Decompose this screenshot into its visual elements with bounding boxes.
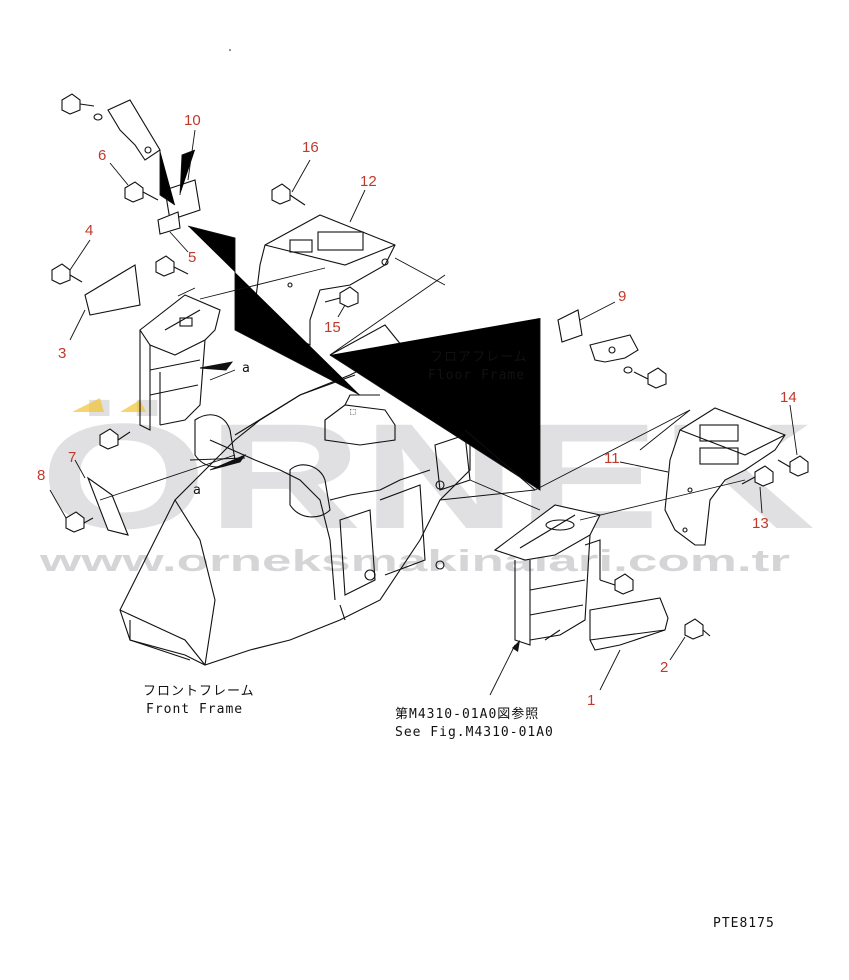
view-a-label-2: a <box>193 483 202 498</box>
leader-lines <box>49 129 798 696</box>
part-number-11: 11 <box>604 450 620 467</box>
bolt-13 <box>741 465 774 487</box>
part-number-6: 6 <box>98 147 106 164</box>
bolt-right-step <box>599 573 634 595</box>
bolt-6 <box>124 181 159 203</box>
bolt-8 <box>65 511 94 533</box>
see-figure-label-en: See Fig.M4310-01A0 <box>395 725 554 740</box>
bolt-mid-left <box>155 255 189 277</box>
front-frame <box>119 354 471 666</box>
part-number-16: 16 <box>302 139 319 156</box>
part-number-12: 12 <box>360 173 377 190</box>
part-number-9: 9 <box>618 288 626 305</box>
part-number-2: 2 <box>660 659 668 676</box>
drawing-code: PTE8175 <box>713 916 775 931</box>
bolts <box>51 93 809 640</box>
bolt-left-frame <box>99 428 131 450</box>
floor-frame-label-en: Floor Frame <box>428 368 525 383</box>
speck <box>229 49 231 51</box>
part-number-5: 5 <box>188 249 196 266</box>
bolt-top-left <box>61 93 103 121</box>
watermark-accent-mark <box>72 398 104 412</box>
left-step-assembly <box>84 264 221 431</box>
part-number-7: 7 <box>68 449 76 466</box>
part-number-15: 15 <box>324 319 341 336</box>
bolt-2 <box>684 618 711 640</box>
bolt-4 <box>51 263 83 285</box>
view-a-label-1: a <box>242 361 251 376</box>
part-number-14: 14 <box>780 389 797 406</box>
part-number-10: 10 <box>184 112 201 129</box>
part-10-plate <box>164 179 201 221</box>
bolt-14 <box>777 455 809 477</box>
part-number-1: 1 <box>587 692 595 709</box>
bolt-9 <box>623 366 667 389</box>
part-number-13: 13 <box>752 515 769 532</box>
cover-11 <box>664 407 786 546</box>
right-step-assembly <box>493 504 601 646</box>
part-5-plate <box>157 211 181 235</box>
part-numbers: 1 2 3 4 5 6 7 8 9 10 11 12 13 14 15 16 <box>37 112 797 709</box>
part-number-3: 3 <box>58 345 66 362</box>
part-7-plate <box>86 476 129 536</box>
floor-frame-label-jp: フロアフレーム <box>430 350 528 365</box>
bolt-15 <box>324 286 359 308</box>
part-1-plate <box>589 597 669 651</box>
bracket-top-left <box>107 99 161 161</box>
svg-text:⬚: ⬚ <box>350 407 356 417</box>
part-number-4: 4 <box>85 222 93 239</box>
front-frame-label-jp: フロントフレーム <box>143 684 255 699</box>
see-figure-label-jp: 第M4310-01A0図参照 <box>395 706 539 722</box>
bolt-16 <box>271 183 306 206</box>
part-9-bracket <box>557 309 639 363</box>
captions: フロアフレーム Floor Frame フロントフレーム Front Frame… <box>143 49 775 931</box>
part-number-8: 8 <box>37 467 45 484</box>
front-frame-label-en: Front Frame <box>146 702 243 717</box>
part-4-plate <box>84 264 141 316</box>
